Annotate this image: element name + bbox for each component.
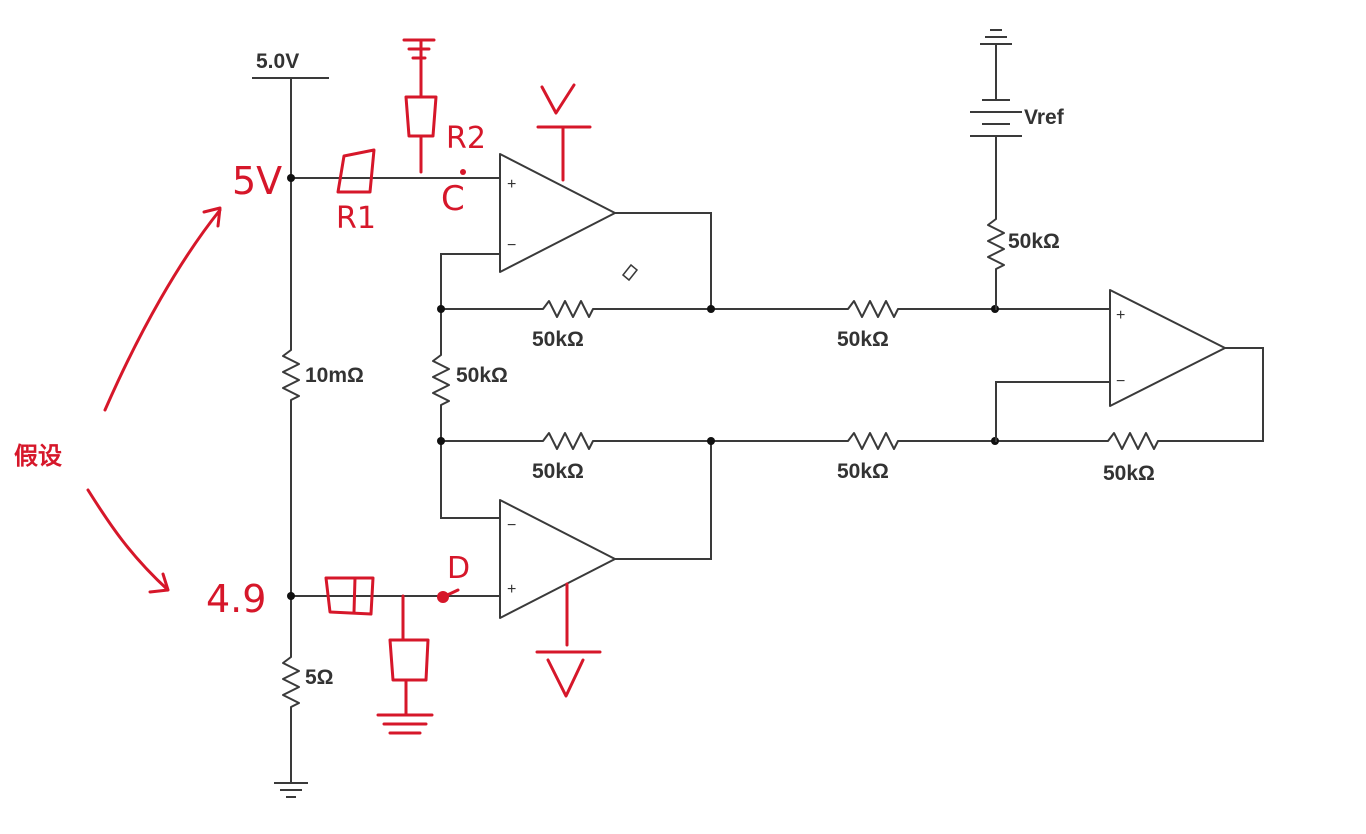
node-top-voltage: 5V [232, 159, 282, 203]
opamp-bottom-minus: − [507, 517, 516, 534]
opamp-bottom: − + [499, 499, 616, 619]
opamp-bottom-plus: + [507, 581, 516, 598]
opamp-top-output-wire [614, 212, 712, 310]
shunt-resistor: 10mΩ [282, 345, 364, 405]
vref-label: Vref [1024, 106, 1065, 129]
arrow-up [103, 206, 222, 412]
r2-label: R2 [446, 121, 486, 156]
ground-vref [980, 29, 1012, 45]
opamp-bottom-output-wire [614, 440, 712, 560]
opamp-top-minus: − [507, 237, 516, 254]
load-resistor: 5Ω [282, 652, 334, 712]
opamp-top-inverting-wire [440, 253, 501, 310]
vref-resistor-label: 50kΩ [1008, 230, 1060, 253]
junction-dot [287, 174, 295, 182]
r1-sketch [336, 148, 376, 194]
bottom-feedback-resistor-label: 50kΩ [532, 460, 584, 483]
top-feedback-resistor: 50kΩ [532, 300, 598, 351]
annotation-layer [86, 38, 639, 735]
shunt-resistor-label: 10mΩ [305, 364, 364, 387]
vminus-sketch [535, 582, 602, 698]
junction-dot [287, 592, 295, 600]
supply-label: 5.0V [256, 50, 299, 73]
opamp-diff-inverting-wire [995, 381, 1111, 442]
opamp-bottom-inverting-wire [440, 440, 501, 519]
r2-sketch [404, 38, 438, 174]
node-bottom-voltage: 4.9 [206, 577, 266, 621]
arrow-down [86, 488, 170, 594]
top-input-resistor: 50kΩ [837, 300, 903, 351]
opamp-top: + − [499, 153, 616, 273]
output-feedback-resistor: 50kΩ [1103, 432, 1163, 485]
node-d-label: D [447, 551, 470, 586]
bottom-input-resistor: 50kΩ [837, 432, 903, 483]
opamp-difference: + − [1109, 289, 1226, 407]
ground-bottom [274, 782, 308, 798]
opamp-diff-minus: − [1116, 373, 1125, 390]
r4-sketch [376, 594, 434, 735]
opamp-diff-output-wire [1162, 347, 1264, 442]
r3-sketch [324, 576, 375, 616]
supply-rail: 5.0V [252, 50, 329, 346]
gain-resistor: 50kΩ [432, 350, 508, 410]
ground-sketch-top [402, 38, 436, 60]
vref-resistor: 50kΩ [987, 214, 1060, 274]
opamp-top-plus: + [507, 176, 516, 193]
top-feedback-resistor-label: 50kΩ [532, 328, 584, 351]
vref-battery: Vref [970, 99, 1065, 137]
bottom-feedback-resistor: 50kΩ [532, 432, 598, 483]
r1-label: R1 [336, 201, 376, 236]
eraser-cursor-icon [621, 263, 639, 282]
output-feedback-resistor-label: 50kΩ [1103, 462, 1155, 485]
node-c-label: C [441, 179, 465, 219]
top-input-resistor-label: 50kΩ [837, 328, 889, 351]
opamp-diff-plus: + [1116, 307, 1125, 324]
gain-resistor-label: 50kΩ [456, 364, 508, 387]
load-resistor-label: 5Ω [305, 666, 334, 689]
bottom-input-resistor-label: 50kΩ [837, 460, 889, 483]
assumption-label: 假设 [14, 442, 62, 470]
vplus-sketch [536, 83, 592, 182]
